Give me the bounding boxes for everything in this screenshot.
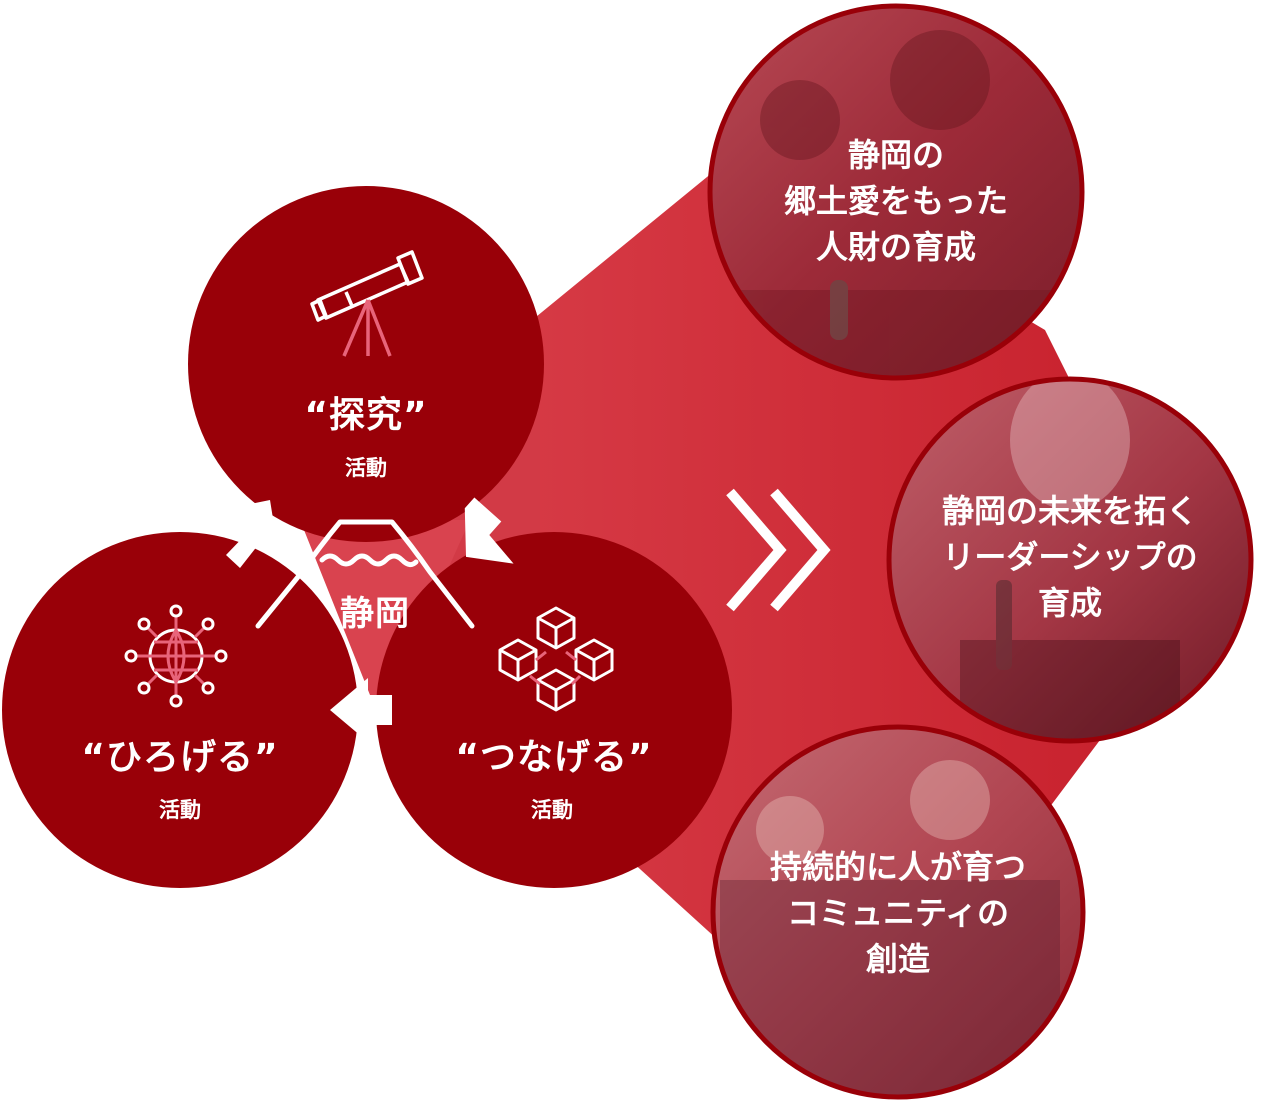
outcome-2-line-1: 静岡の未来を拓く bbox=[941, 492, 1198, 530]
outcome-photo-3 bbox=[710, 724, 1086, 1100]
globe-network-icon bbox=[124, 604, 228, 708]
outcome-photo-2 bbox=[886, 376, 1254, 744]
double-chevron-icon bbox=[726, 488, 831, 612]
mount-fuji-icon bbox=[255, 519, 475, 629]
outcome-1-line-3: 人財の育成 bbox=[815, 228, 976, 266]
outcome-text-2: 静岡の未来を拓く リーダーシップの 育成 bbox=[900, 488, 1240, 626]
outcome-1-line-1: 静岡の bbox=[847, 136, 944, 174]
connected-cubes-icon bbox=[498, 606, 614, 712]
activity-sub-explore: 活動 bbox=[345, 456, 387, 480]
activity-title-spread: “ひろげる” bbox=[81, 737, 279, 778]
outcome-text-1: 静岡の 郷土愛をもった 人財の育成 bbox=[736, 132, 1056, 270]
activity-title-explore: “探究” bbox=[304, 395, 428, 436]
activity-title-connect: “つなげる” bbox=[455, 737, 653, 778]
cycle-arrow-left bbox=[220, 500, 278, 568]
outcome-text-3: 持続的に人が育つ コミュニティの 創造 bbox=[728, 844, 1068, 982]
outcome-3-line-2: コミュニティの bbox=[786, 894, 1010, 932]
outcome-3-line-3: 創造 bbox=[865, 940, 930, 978]
telescope-icon bbox=[310, 250, 424, 357]
cycle-arrow-bottom bbox=[330, 678, 392, 742]
outcome-3-line-1: 持続的に人が育つ bbox=[769, 848, 1026, 886]
activity-circle-spread bbox=[2, 532, 358, 888]
outcome-1-line-2: 郷土愛をもった bbox=[783, 182, 1008, 220]
outcome-2-line-3: 育成 bbox=[1037, 584, 1102, 622]
activity-sub-spread: 活動 bbox=[159, 798, 201, 822]
cycle-arrow-right bbox=[464, 497, 514, 564]
activity-sub-connect: 活動 bbox=[531, 798, 573, 822]
activity-circle-explore bbox=[188, 186, 544, 542]
outcome-2-line-2: リーダーシップの bbox=[942, 538, 1198, 576]
outcome-photo-1 bbox=[707, 3, 1085, 381]
center-label: 静岡 bbox=[340, 594, 410, 634]
